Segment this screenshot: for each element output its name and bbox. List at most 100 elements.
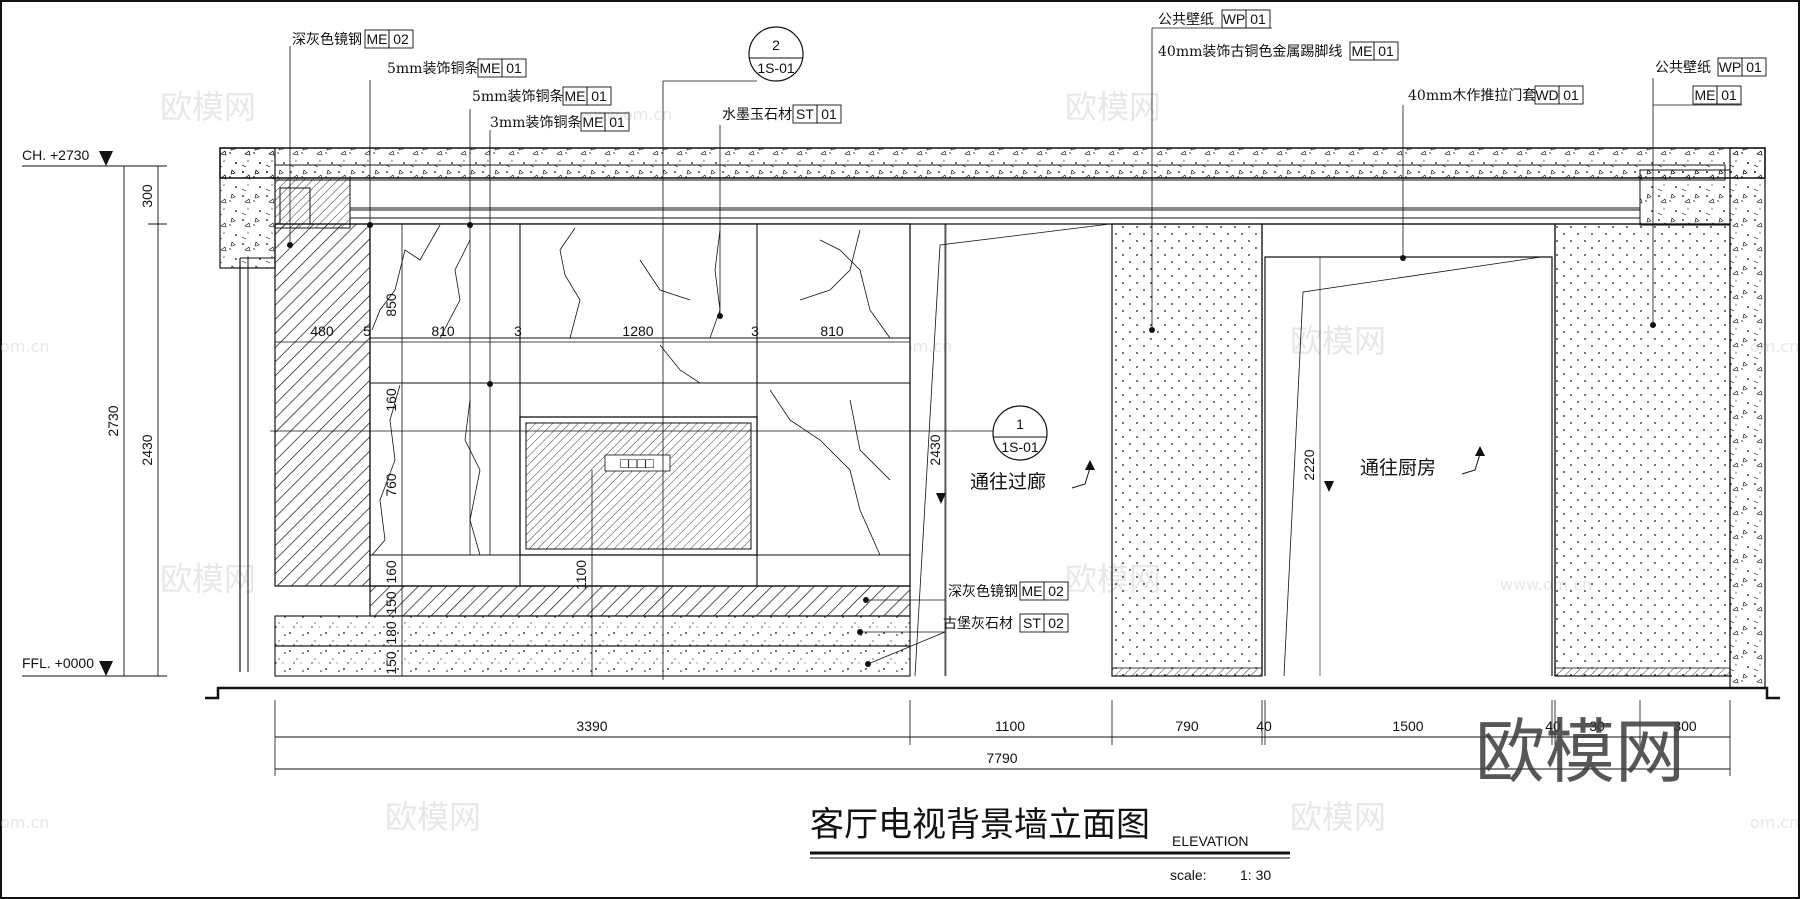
svg-text:ME: ME bbox=[480, 60, 501, 76]
marble-height-dims: 850 160 760 160 150 180 150 1100 2430 22… bbox=[383, 224, 1321, 676]
svg-text:01: 01 bbox=[1378, 43, 1394, 59]
section-marker-1: 1 1S-01 bbox=[270, 405, 1048, 461]
dim-2730: 2730 bbox=[105, 405, 121, 436]
svg-text:深灰色镜钢: 深灰色镜钢 bbox=[292, 31, 362, 48]
svg-text:01: 01 bbox=[609, 114, 625, 130]
svg-text:01: 01 bbox=[1721, 87, 1737, 103]
callout-tag: 5mm装饰铜条 ME 01 bbox=[387, 58, 527, 78]
callout-tag: 3mm装饰铜条 ME 01 bbox=[490, 112, 630, 132]
svg-text:古堡灰石材: 古堡灰石材 bbox=[943, 616, 1013, 632]
logo-watermark: 欧模网 bbox=[1475, 711, 1685, 793]
svg-text:01: 01 bbox=[1563, 87, 1579, 103]
dim-gap: 5 bbox=[363, 323, 371, 339]
callout-tag: ME 01 bbox=[1692, 85, 1742, 105]
dim-30: 30 bbox=[1589, 718, 1605, 734]
svg-text:公共壁纸: 公共壁纸 bbox=[1655, 60, 1711, 76]
svg-text:ST: ST bbox=[1023, 615, 1041, 631]
corridor-opening bbox=[909, 223, 1111, 677]
dim-2430: 2430 bbox=[139, 434, 155, 465]
dim-1500: 1500 bbox=[1392, 718, 1423, 734]
level-floor-text: FFL. +0000 bbox=[22, 655, 94, 671]
dim-160: 160 bbox=[383, 560, 399, 584]
dim-300: 300 bbox=[1673, 718, 1697, 734]
room-label-kitchen: 通往厨房 bbox=[1360, 457, 1436, 479]
level-ceiling-text: CH. +2730 bbox=[22, 147, 90, 163]
svg-text:5mm装饰铜条: 5mm装饰铜条 bbox=[472, 88, 563, 105]
svg-text:40mm装饰古铜色金属踢脚线: 40mm装饰古铜色金属踢脚线 bbox=[1158, 43, 1342, 60]
dim-1280: 1280 bbox=[622, 323, 653, 339]
ceiling-soffit bbox=[274, 164, 1730, 229]
svg-text:WP: WP bbox=[1223, 11, 1246, 27]
dim-180: 180 bbox=[383, 621, 399, 645]
svg-text:ST: ST bbox=[796, 106, 814, 122]
svg-text:40mm木作推拉门套: 40mm木作推拉门套 bbox=[1408, 88, 1536, 104]
title-block: 客厅电视背景墙立面图 ELEVATION scale: 1: 30 bbox=[810, 805, 1290, 883]
callout-tag: 水墨玉石材 ST 01 bbox=[722, 104, 842, 124]
wallpaper-panels bbox=[1111, 223, 1731, 677]
svg-text:WP: WP bbox=[1719, 59, 1742, 75]
drawing-title: 客厅电视背景墙立面图 bbox=[810, 805, 1150, 845]
callout-tag: 深灰色镜钢 ME 02 bbox=[292, 29, 414, 49]
svg-text:02: 02 bbox=[393, 31, 409, 47]
svg-text:WD: WD bbox=[1535, 87, 1558, 103]
svg-text:5mm装饰铜条: 5mm装饰铜条 bbox=[387, 60, 478, 77]
callout-tag: 40mm装饰古铜色金属踢脚线 ME 01 bbox=[1158, 41, 1399, 61]
svg-text:3mm装饰铜条: 3mm装饰铜条 bbox=[490, 114, 581, 131]
svg-text:01: 01 bbox=[1250, 11, 1266, 27]
base-stone bbox=[274, 585, 911, 677]
scale-value: 1: 30 bbox=[1240, 867, 1271, 883]
watermark-url: om.cn bbox=[0, 337, 49, 356]
marble-width-dims: 480 5 810 3 1280 3 810 bbox=[275, 323, 910, 343]
svg-text:ME: ME bbox=[1352, 43, 1373, 59]
callout-tag: 40mm木作推拉门套 WD 01 bbox=[1408, 85, 1584, 105]
svg-text:深灰色镜钢: 深灰色镜钢 bbox=[948, 583, 1018, 600]
tv-screen: □□□□ bbox=[519, 416, 758, 556]
level-marker-ceiling: CH. +2730 bbox=[22, 147, 160, 167]
svg-text:01: 01 bbox=[821, 106, 837, 122]
svg-text:02: 02 bbox=[1048, 615, 1064, 631]
dim-3390: 3390 bbox=[576, 718, 607, 734]
callout-tag: 深灰色镜钢 ME 02 bbox=[948, 581, 1069, 601]
dim-300: 300 bbox=[139, 184, 155, 208]
dim-2430-corridor: 2430 bbox=[927, 434, 943, 465]
dim-790: 790 bbox=[1175, 718, 1199, 734]
drawing-subtitle: ELEVATION bbox=[1172, 833, 1249, 849]
watermark-small: 欧模网 bbox=[160, 560, 256, 598]
dim-810: 810 bbox=[820, 323, 844, 339]
scale-label: scale: bbox=[1170, 867, 1207, 883]
tv-label: □□□□ bbox=[620, 455, 654, 471]
section-ref: 1S-01 bbox=[1001, 439, 1039, 455]
watermark-url: om.cn bbox=[0, 813, 49, 832]
dim-2220-kitchen: 2220 bbox=[1301, 449, 1317, 480]
callout-labels: 深灰色镜钢 ME 02 5mm装饰铜条 ME 01 5mm装饰铜条 ME 01 … bbox=[292, 9, 1767, 633]
watermark-url: www.om.cn bbox=[580, 105, 672, 124]
callout-tag: 公共壁纸 WP 01 bbox=[1158, 9, 1271, 29]
floor-line bbox=[205, 686, 1780, 700]
svg-text:01: 01 bbox=[591, 88, 607, 104]
room-label-corridor: 通往过廊 bbox=[970, 471, 1046, 493]
dim-160: 160 bbox=[383, 388, 399, 412]
callout-leaders bbox=[287, 27, 1742, 667]
watermark-small: 欧模网 bbox=[160, 88, 256, 126]
dim-150: 150 bbox=[383, 651, 399, 675]
left-wall bbox=[239, 223, 371, 672]
section-number: 2 bbox=[772, 37, 780, 53]
dim-480: 480 bbox=[310, 323, 334, 339]
section-marker-2: 2 1S-01 bbox=[662, 26, 804, 680]
svg-text:01: 01 bbox=[506, 60, 522, 76]
dim-850: 850 bbox=[383, 293, 399, 317]
level-marker-floor: FFL. +0000 bbox=[22, 655, 160, 677]
svg-text:公共壁纸: 公共壁纸 bbox=[1158, 12, 1214, 28]
dim-810: 810 bbox=[431, 323, 455, 339]
watermark-small: 欧模网 bbox=[1290, 798, 1386, 836]
dim-gap: 3 bbox=[751, 323, 759, 339]
dim-40: 40 bbox=[1545, 718, 1561, 734]
dim-40: 40 bbox=[1256, 718, 1272, 734]
kitchen-door-opening bbox=[1261, 223, 1556, 677]
section-number: 1 bbox=[1016, 416, 1024, 432]
section-ref: 1S-01 bbox=[757, 60, 795, 76]
watermark-small: 欧模网 bbox=[1065, 88, 1161, 126]
watermark-small: 欧模网 bbox=[385, 798, 481, 836]
dim-total-7790: 7790 bbox=[986, 750, 1017, 766]
